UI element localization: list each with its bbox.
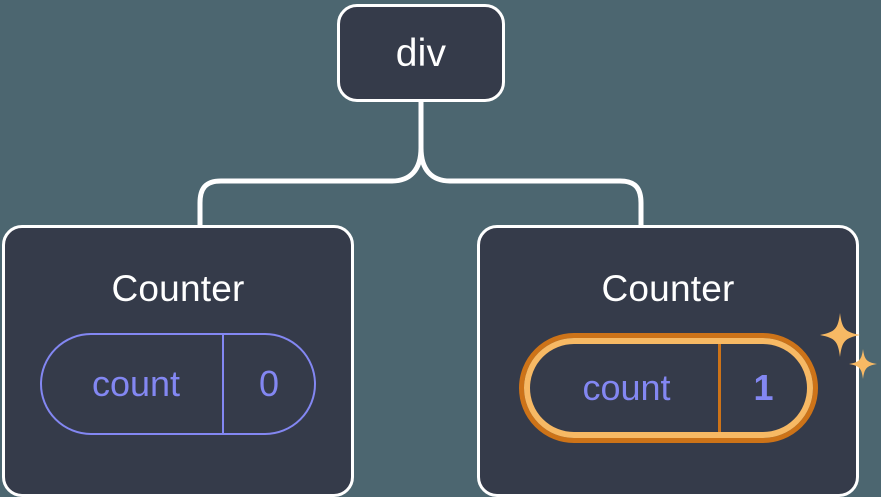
- node-counter-left-title: Counter: [111, 270, 244, 307]
- node-counter-right-title: Counter: [601, 270, 734, 307]
- state-value-left: 0: [222, 335, 314, 433]
- node-counter-right[interactable]: Counter count 1: [477, 225, 859, 497]
- node-root-label: div: [396, 34, 446, 73]
- sparkles-group: [818, 309, 881, 389]
- sparkle-large-icon: [820, 313, 860, 357]
- node-root-div[interactable]: div: [337, 4, 505, 102]
- state-pill-left-wrap: count 0: [40, 333, 316, 435]
- state-pill-left[interactable]: count 0: [40, 333, 316, 435]
- state-key-right: count: [530, 344, 718, 432]
- state-value-right: 1: [718, 344, 807, 432]
- state-pill-right-highlight-ring: count 1: [519, 333, 818, 443]
- state-pill-right[interactable]: count 1: [524, 338, 813, 438]
- connector-to-left-child: [200, 148, 421, 226]
- state-key-left: count: [42, 335, 222, 433]
- state-pill-right-wrap: count 1: [519, 333, 818, 443]
- sparkle-small-icon: [849, 349, 877, 379]
- connector-to-right-child: [421, 148, 641, 226]
- node-counter-left[interactable]: Counter count 0: [2, 225, 354, 497]
